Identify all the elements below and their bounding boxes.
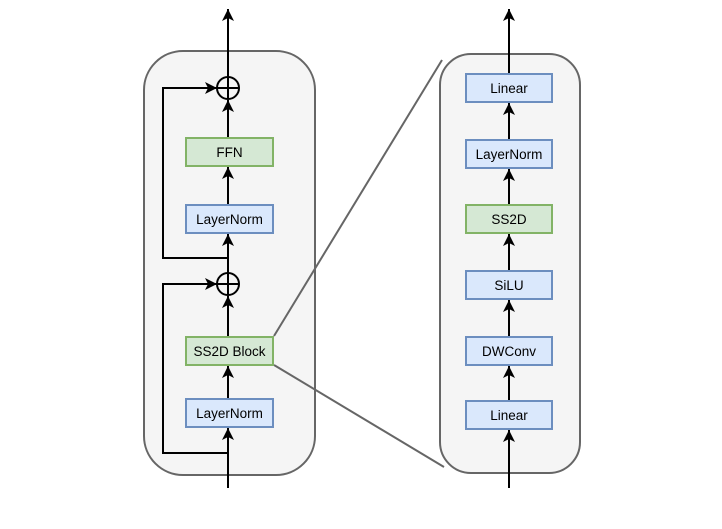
node-layernorm-pre-ss2d: LayerNorm bbox=[185, 398, 274, 428]
node-label: SS2D Block bbox=[193, 343, 266, 359]
node-label: LayerNorm bbox=[196, 405, 263, 421]
node-linear-out: Linear bbox=[465, 73, 553, 103]
node-label: Linear bbox=[490, 407, 528, 423]
zoom-connector-top-line bbox=[273, 59, 443, 337]
node-ss2d-block: SS2D Block bbox=[185, 336, 274, 366]
node-ss2d: SS2D bbox=[465, 204, 553, 234]
left-residual-upper bbox=[162, 82, 228, 259]
node-layernorm-pre-ffn: LayerNorm bbox=[185, 204, 274, 234]
zoom-connector-bottom-line bbox=[273, 364, 445, 468]
add-operator-icon-upper bbox=[216, 76, 240, 100]
node-label: SiLU bbox=[494, 277, 524, 293]
node-label: DWConv bbox=[481, 343, 536, 359]
node-dwconv: DWConv bbox=[465, 336, 553, 366]
node-layernorm-detail: LayerNorm bbox=[465, 139, 553, 169]
node-label: FFN bbox=[216, 144, 243, 160]
node-label: Linear bbox=[490, 80, 528, 96]
node-label: LayerNorm bbox=[475, 146, 543, 162]
node-label: LayerNorm bbox=[196, 211, 263, 227]
add-operator-icon-lower bbox=[216, 272, 240, 296]
node-label: SS2D bbox=[491, 211, 527, 227]
node-linear-in: Linear bbox=[465, 400, 553, 430]
node-ffn: FFN bbox=[185, 137, 274, 167]
node-silu: SiLU bbox=[465, 270, 553, 300]
left-residual-lower bbox=[162, 278, 228, 454]
